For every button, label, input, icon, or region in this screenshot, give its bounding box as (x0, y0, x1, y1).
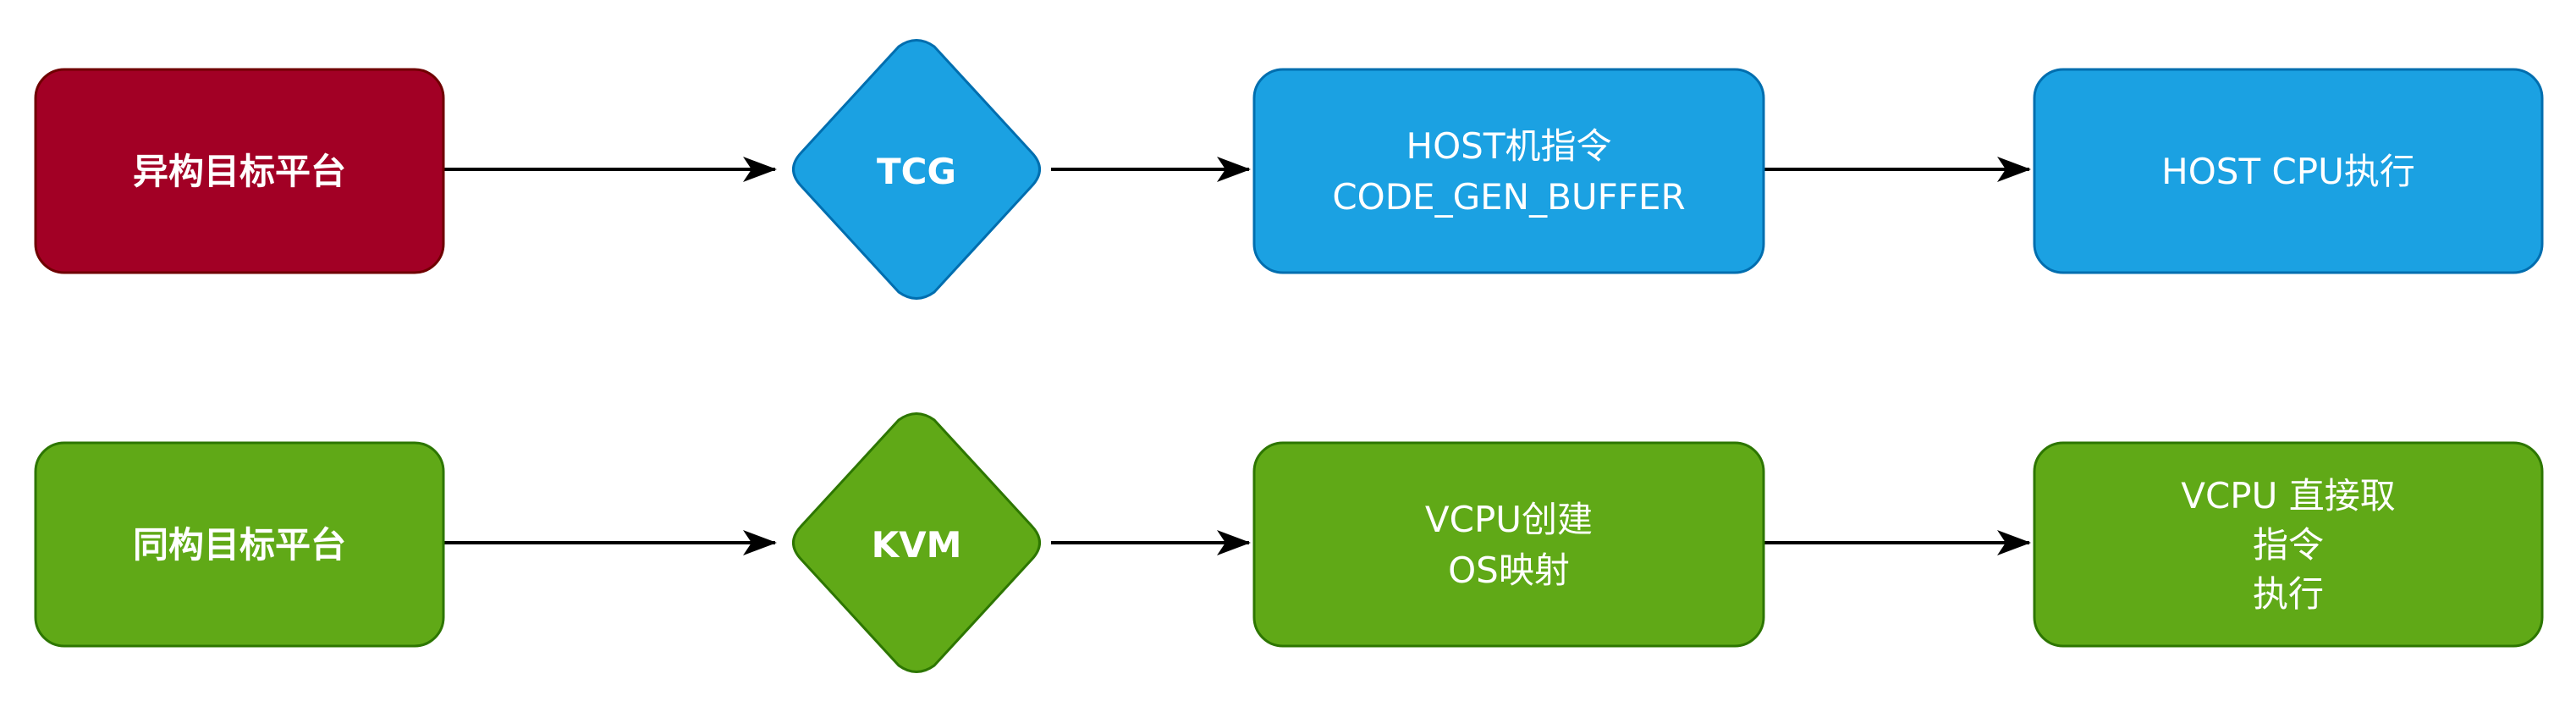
node-vcpu-direct-label-line-2: 指令 (2253, 524, 2324, 566)
node-vcpu-direct-shape (2033, 441, 2544, 648)
node-kvm-shape (792, 412, 1041, 673)
node-tcg-label: TCG (877, 151, 956, 192)
node-kvm-label-line-1: KVM (872, 524, 962, 566)
node-kvm-label: KVM (872, 524, 962, 566)
node-tcg-shape (792, 39, 1041, 300)
node-host-cpu-exec-shape (2033, 68, 2544, 274)
node-vcpu-create-label-line-1: VCPU创建 (1425, 499, 1593, 540)
node-kvm[interactable]: KVM (792, 412, 1041, 673)
node-homo-platform-label: 同构目标平台 (133, 524, 346, 566)
node-host-code-buffer-label: HOST机指令 CODE_GEN_BUFFER (1332, 125, 1685, 218)
node-vcpu-direct-label-line-1: VCPU 直接取 (2181, 475, 2395, 516)
node-host-code-buffer-shape (1252, 68, 1765, 274)
node-vcpu-create-label-line-2: OS映射 (1448, 550, 1570, 591)
node-host-code-buffer-label-line-2: CODE_GEN_BUFFER (1332, 176, 1685, 218)
node-hetero-platform[interactable]: 异构目标平台 (34, 68, 445, 274)
node-homo-platform-label-line-1: 同构目标平台 (133, 524, 346, 566)
node-homo-platform-shape (34, 441, 445, 648)
node-vcpu-create[interactable]: VCPU创建 OS映射 (1252, 441, 1765, 648)
node-host-cpu-exec[interactable]: HOST CPU执行 (2033, 68, 2544, 274)
node-vcpu-direct-label-line-3: 执行 (2253, 573, 2324, 615)
node-host-cpu-exec-label: HOST CPU执行 (2161, 151, 2415, 192)
node-tcg[interactable]: TCG (792, 39, 1041, 300)
node-host-code-buffer-label-line-1: HOST机指令 (1406, 125, 1612, 167)
node-homo-platform[interactable]: 同构目标平台 (34, 441, 445, 648)
node-vcpu-direct[interactable]: VCPU 直接取指令执行 (2033, 441, 2544, 648)
node-vcpu-create-label: VCPU创建 OS映射 (1425, 499, 1593, 591)
node-hetero-platform-label: 异构目标平台 (133, 151, 346, 192)
node-vcpu-create-shape (1252, 441, 1765, 648)
node-vcpu-direct-label: VCPU 直接取指令执行 (2181, 475, 2395, 615)
node-host-cpu-exec-label-line-1: HOST CPU执行 (2161, 151, 2415, 192)
node-hetero-platform-shape (34, 68, 445, 274)
node-hetero-platform-label-line-1: 异构目标平台 (133, 151, 346, 192)
node-host-code-buffer[interactable]: HOST机指令 CODE_GEN_BUFFER (1252, 68, 1765, 274)
node-tcg-label-line-1: TCG (877, 151, 956, 192)
